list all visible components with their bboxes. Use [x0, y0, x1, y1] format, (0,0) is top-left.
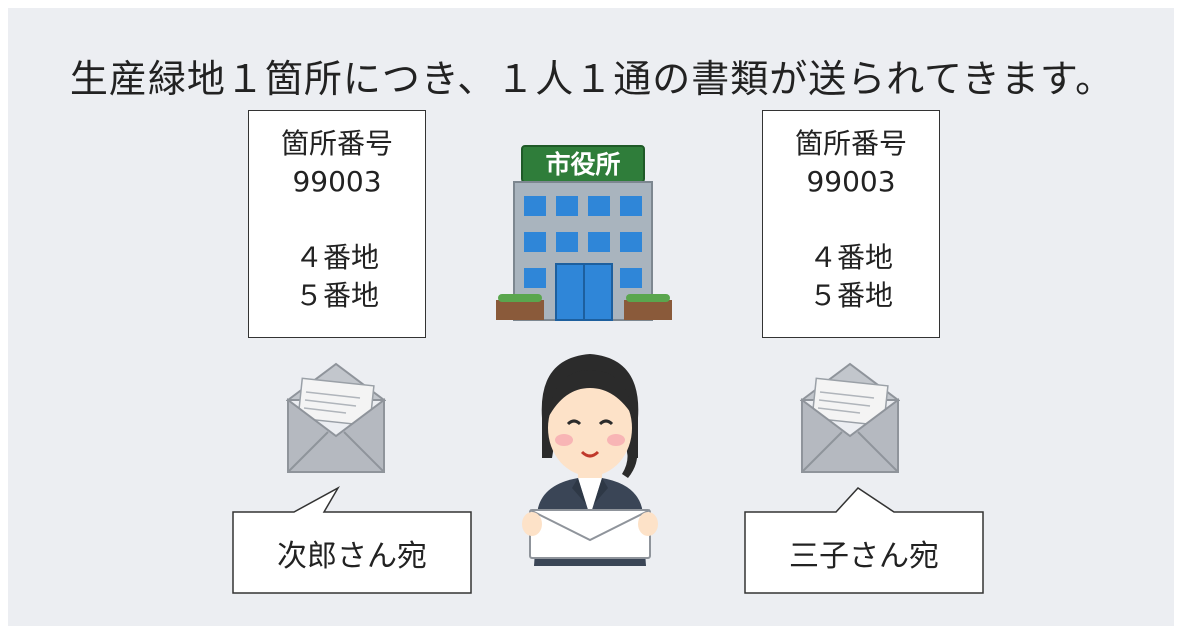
doc-address: ５番地 [294, 279, 379, 312]
callout-right: 三子さん宛 [744, 482, 984, 594]
doc-heading: 箇所番号 [794, 127, 907, 160]
doc-heading: 箇所番号 [280, 127, 393, 160]
doc-number: 99003 [806, 165, 896, 198]
city-hall-icon: 市役所 [496, 145, 672, 321]
doc-address: ５番地 [808, 279, 893, 312]
envelope-icon [286, 362, 386, 473]
envelope-icon [800, 362, 900, 473]
document-left: 箇所番号 99003 ４番地 ５番地 [248, 110, 426, 338]
callout-left: 次郎さん宛 [232, 482, 472, 594]
recipient-label: 次郎さん宛 [277, 539, 427, 574]
doc-address: ４番地 [808, 241, 893, 274]
diagram-title: 生産緑地１箇所につき、１人１通の書類が送られてきます。 [69, 57, 1115, 101]
recipient-label: 三子さん宛 [789, 539, 939, 574]
doc-number: 99003 [292, 165, 382, 198]
doc-address: ４番地 [294, 241, 379, 274]
staff-person-icon [522, 354, 658, 566]
building-sign-text: 市役所 [545, 150, 620, 179]
document-right: 箇所番号 99003 ４番地 ５番地 [762, 110, 940, 338]
